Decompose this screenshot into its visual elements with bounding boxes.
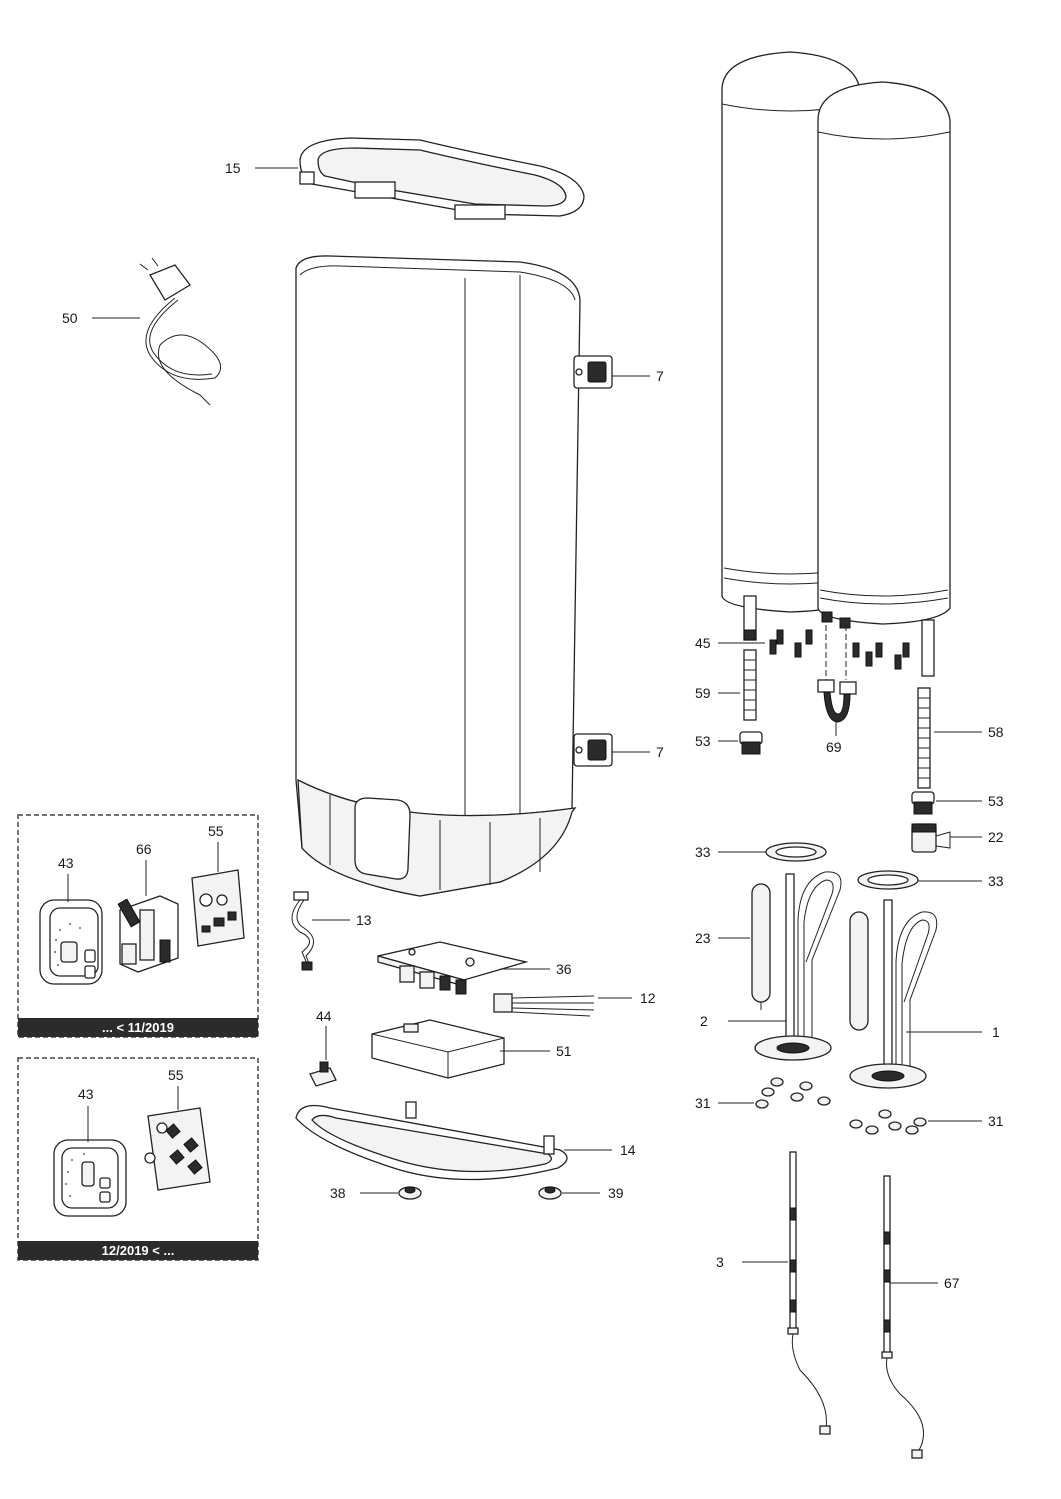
inset-old-version: 43 66 55 ... < 11/2019 xyxy=(17,814,259,1038)
part-43-display-old xyxy=(39,899,103,985)
label-67: 67 xyxy=(944,1275,960,1291)
inset-new-version: 43 55 12/2019 < ... xyxy=(17,1057,259,1261)
label-39: 39 xyxy=(608,1185,624,1201)
label-13: 13 xyxy=(356,912,372,928)
part-50-power-cord xyxy=(139,257,222,406)
part-45-screws xyxy=(769,629,910,670)
part-7-wall-bracket-top xyxy=(573,355,613,389)
part-55-control-board-new xyxy=(144,1107,211,1191)
part-12-wiring xyxy=(493,993,595,1017)
tank-right xyxy=(817,81,951,677)
part-36-power-board xyxy=(377,941,529,995)
part-51-cover-box xyxy=(371,1019,505,1079)
label-2: 2 xyxy=(700,1013,708,1029)
label-7-bottom: 7 xyxy=(656,744,664,760)
part-66-bracket xyxy=(117,895,179,973)
label-59: 59 xyxy=(695,685,711,701)
part-33-gasket-right xyxy=(857,870,919,890)
label-53-right: 53 xyxy=(988,793,1004,809)
label-55-new: 55 xyxy=(168,1067,184,1083)
label-33-right: 33 xyxy=(988,873,1004,889)
part-53-nipple-right xyxy=(911,791,935,815)
part-15-top-cover xyxy=(299,137,585,220)
part-43-display-new xyxy=(53,1139,127,1217)
label-38: 38 xyxy=(330,1185,346,1201)
inset-new-banner xyxy=(18,1241,258,1260)
inset-old-banner xyxy=(18,1018,258,1037)
label-51: 51 xyxy=(556,1043,572,1059)
label-66: 66 xyxy=(136,841,152,857)
part-39-foot xyxy=(538,1186,562,1200)
part-53-nipple-left xyxy=(739,731,763,755)
part-22-fitting xyxy=(911,823,951,853)
part-58-outlet-tube xyxy=(917,687,931,789)
label-55-old: 55 xyxy=(208,823,224,839)
outer-casing xyxy=(295,255,581,897)
inset-new-banner-text: 12/2019 < ... xyxy=(102,1243,175,1258)
part-2-heating-element-left xyxy=(754,871,842,1061)
part-7-wall-bracket-bottom xyxy=(573,733,613,767)
part-69-connector-hose xyxy=(817,625,857,723)
label-31-left: 31 xyxy=(695,1095,711,1111)
part-31-nuts-left xyxy=(755,1077,831,1109)
label-33-left: 33 xyxy=(695,844,711,860)
label-44: 44 xyxy=(316,1008,332,1024)
part-14-bottom-frame xyxy=(295,1101,568,1181)
label-22: 22 xyxy=(988,829,1004,845)
label-43-old: 43 xyxy=(58,855,74,871)
label-15: 15 xyxy=(225,160,241,176)
label-69: 69 xyxy=(826,739,842,755)
label-36: 36 xyxy=(556,961,572,977)
label-58: 58 xyxy=(988,724,1004,740)
part-31-nuts-right xyxy=(849,1109,927,1135)
label-23: 23 xyxy=(695,930,711,946)
inset-old-banner-text: ... < 11/2019 xyxy=(102,1020,174,1035)
label-12: 12 xyxy=(640,990,656,1006)
label-43-new: 43 xyxy=(78,1086,94,1102)
part-3-probe xyxy=(787,1151,831,1435)
label-45: 45 xyxy=(695,635,711,651)
part-38-foot xyxy=(398,1186,422,1200)
part-1-heating-element-right xyxy=(849,899,938,1089)
label-50: 50 xyxy=(62,310,78,326)
part-23-anode xyxy=(751,883,771,1010)
part-55-control-board-old xyxy=(191,869,245,947)
part-13-cable xyxy=(291,891,314,971)
label-53-left: 53 xyxy=(695,733,711,749)
label-3: 3 xyxy=(716,1254,724,1270)
part-33-gasket-left xyxy=(765,842,827,862)
label-7-top: 7 xyxy=(656,368,664,384)
label-1: 1 xyxy=(992,1024,1000,1040)
label-31-right: 31 xyxy=(988,1113,1004,1129)
part-59-inlet-tube xyxy=(743,649,757,721)
label-14: 14 xyxy=(620,1142,636,1158)
part-67-probe xyxy=(881,1175,925,1459)
part-44-clip xyxy=(309,1061,337,1087)
